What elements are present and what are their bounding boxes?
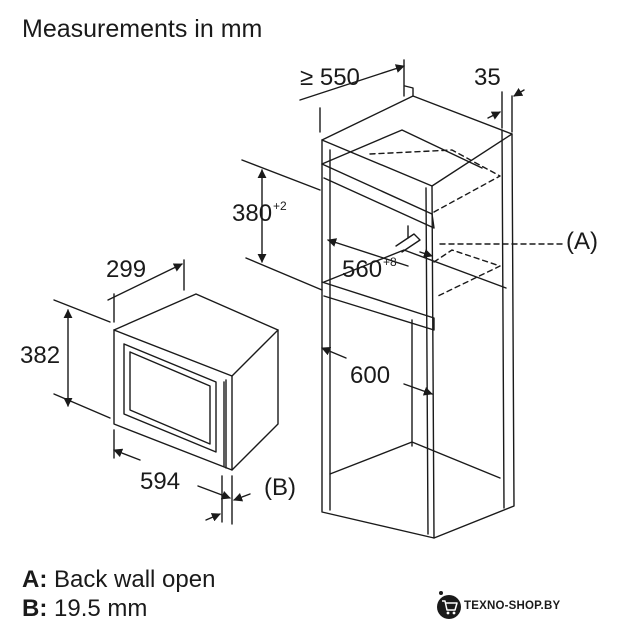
- cabinet-dimension-lines: [241, 59, 525, 396]
- cabinet-depth-label: ≥ 550: [300, 64, 360, 91]
- callout-b: (B): [264, 474, 296, 501]
- appliance-height-label: 382: [20, 342, 61, 369]
- watermark: TEXNO-SHOP.BY: [436, 592, 606, 622]
- cabinet-gap-label: 35: [474, 64, 501, 91]
- appliance-width-label: 594: [140, 468, 181, 495]
- built-in-appliance: [113, 293, 279, 471]
- watermark-text: TEXNO-SHOP.BY: [464, 600, 561, 612]
- appliance-dimension-lines: [53, 259, 251, 525]
- tall-cabinet: [321, 85, 515, 539]
- niche-width-value: 560: [342, 256, 383, 283]
- niche-height-label: 380+2: [232, 199, 287, 227]
- legend-item-a: A: Back wall open: [22, 568, 215, 592]
- back-wall-open-dashes: [369, 149, 565, 297]
- legend-text: Back wall open: [54, 566, 216, 593]
- legend-item-b: B: 19.5 mm: [22, 597, 147, 621]
- callout-a: (A): [566, 228, 598, 255]
- appliance-depth-label: 299: [106, 256, 147, 283]
- legend-key: A:: [22, 566, 48, 593]
- niche-height-value: 380: [232, 200, 273, 227]
- niche-width-label: 560+8: [342, 255, 397, 283]
- cabinet-width-label: 600: [350, 362, 391, 389]
- legend-key: B:: [22, 595, 48, 622]
- niche-width-tolerance: +8: [383, 255, 397, 269]
- page-title: Measurements in mm: [22, 15, 263, 43]
- legend-text: 19.5 mm: [54, 595, 148, 622]
- niche-height-tolerance: +2: [273, 199, 287, 213]
- shopping-cart-icon: [437, 591, 461, 619]
